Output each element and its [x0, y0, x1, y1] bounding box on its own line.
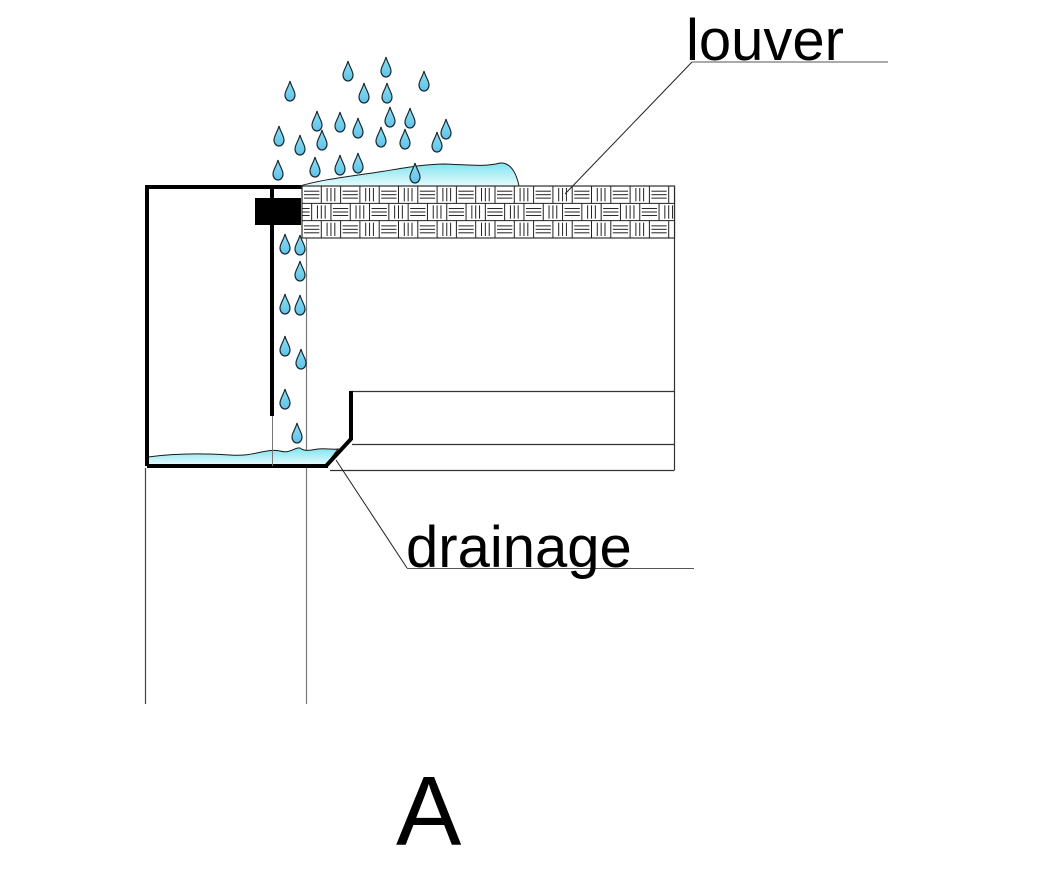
fixing-block: [255, 198, 301, 225]
raindrop-icon: [381, 82, 393, 104]
raindrop-icon: [352, 152, 364, 174]
raindrop-icon: [352, 117, 364, 139]
raindrop-icon: [418, 70, 430, 92]
raindrop-icon: [334, 154, 346, 176]
raindrop-icon: [279, 233, 291, 255]
leader-louver: [564, 61, 888, 195]
louver: [301, 185, 676, 239]
raindrop-icon: [311, 110, 323, 132]
rain-drops: [272, 56, 452, 444]
raindrop-icon: [291, 422, 303, 444]
gutter-water: [147, 447, 340, 466]
raindrop-icon: [384, 106, 396, 128]
raindrop-icon: [279, 335, 291, 357]
raindrop-icon: [309, 156, 321, 178]
raindrop-icon: [399, 128, 411, 150]
raindrop-icon: [375, 126, 387, 148]
raindrop-icon: [342, 60, 354, 82]
raindrop-icon: [273, 125, 285, 147]
raindrop-icon: [404, 107, 416, 129]
raindrop-icon: [358, 82, 370, 104]
louver-top-water: [299, 162, 520, 187]
louver-hatch: [302, 186, 675, 238]
raindrop-icon: [294, 134, 306, 156]
raindrop-icon: [295, 348, 307, 370]
raindrop-icon: [316, 129, 328, 151]
raindrop-icon: [334, 111, 346, 133]
raindrop-icon: [431, 131, 443, 153]
leader-drainage: [335, 459, 694, 569]
raindrop-icon: [380, 56, 392, 78]
raindrop-icon: [284, 80, 296, 102]
louver-label: louver: [686, 8, 844, 73]
section-label: A: [396, 756, 462, 866]
gutter: [145, 185, 353, 468]
raindrop-icon: [294, 260, 306, 282]
raindrop-icon: [279, 388, 291, 410]
raindrop-icon: [294, 294, 306, 316]
raindrop-icon: [272, 159, 284, 181]
drainage-label: drainage: [406, 515, 632, 580]
raindrop-icon: [440, 118, 452, 140]
raindrop-icon: [279, 293, 291, 315]
